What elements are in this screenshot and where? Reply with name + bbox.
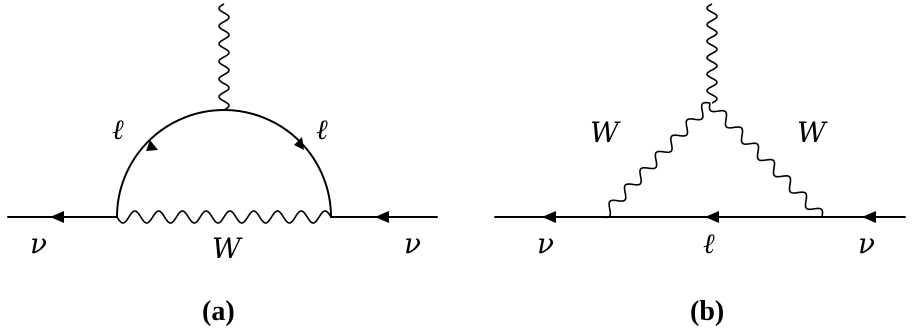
caption-b: (b) xyxy=(690,296,724,327)
diagram-a: ℓ ℓ W ν ν (a) xyxy=(7,3,438,327)
w-boson-left xyxy=(601,101,711,219)
w-boson-right xyxy=(708,102,824,218)
label-lepton-right: ℓ xyxy=(316,113,328,146)
label-lepton-left: ℓ xyxy=(112,113,124,146)
caption-a: (a) xyxy=(202,296,235,327)
label-neutrino-left: ν xyxy=(537,227,554,260)
label-w-right: W xyxy=(797,116,828,149)
label-w-left: W xyxy=(590,116,621,149)
label-neutrino-right: ν xyxy=(858,227,875,260)
label-neutrino-right: ν xyxy=(404,227,421,260)
arrow-neutrino-right xyxy=(862,211,876,223)
external-photon xyxy=(218,3,230,111)
arrow-neutrino-left xyxy=(542,211,556,223)
arrow-lepton-right xyxy=(294,137,304,150)
arrow-lepton xyxy=(705,211,719,223)
label-neutrino-left: ν xyxy=(30,227,47,260)
diagram-b: W W ν ℓ ν (b) xyxy=(494,3,906,327)
label-w-boson: W xyxy=(212,232,243,265)
w-propagator xyxy=(116,210,332,224)
external-photon xyxy=(706,3,718,104)
label-lepton: ℓ xyxy=(703,227,715,260)
arrow-lepton-left xyxy=(146,140,158,151)
arrow-neutrino-left xyxy=(50,211,64,223)
lepton-loop-arc xyxy=(116,109,332,218)
arrow-neutrino-right xyxy=(375,211,389,223)
